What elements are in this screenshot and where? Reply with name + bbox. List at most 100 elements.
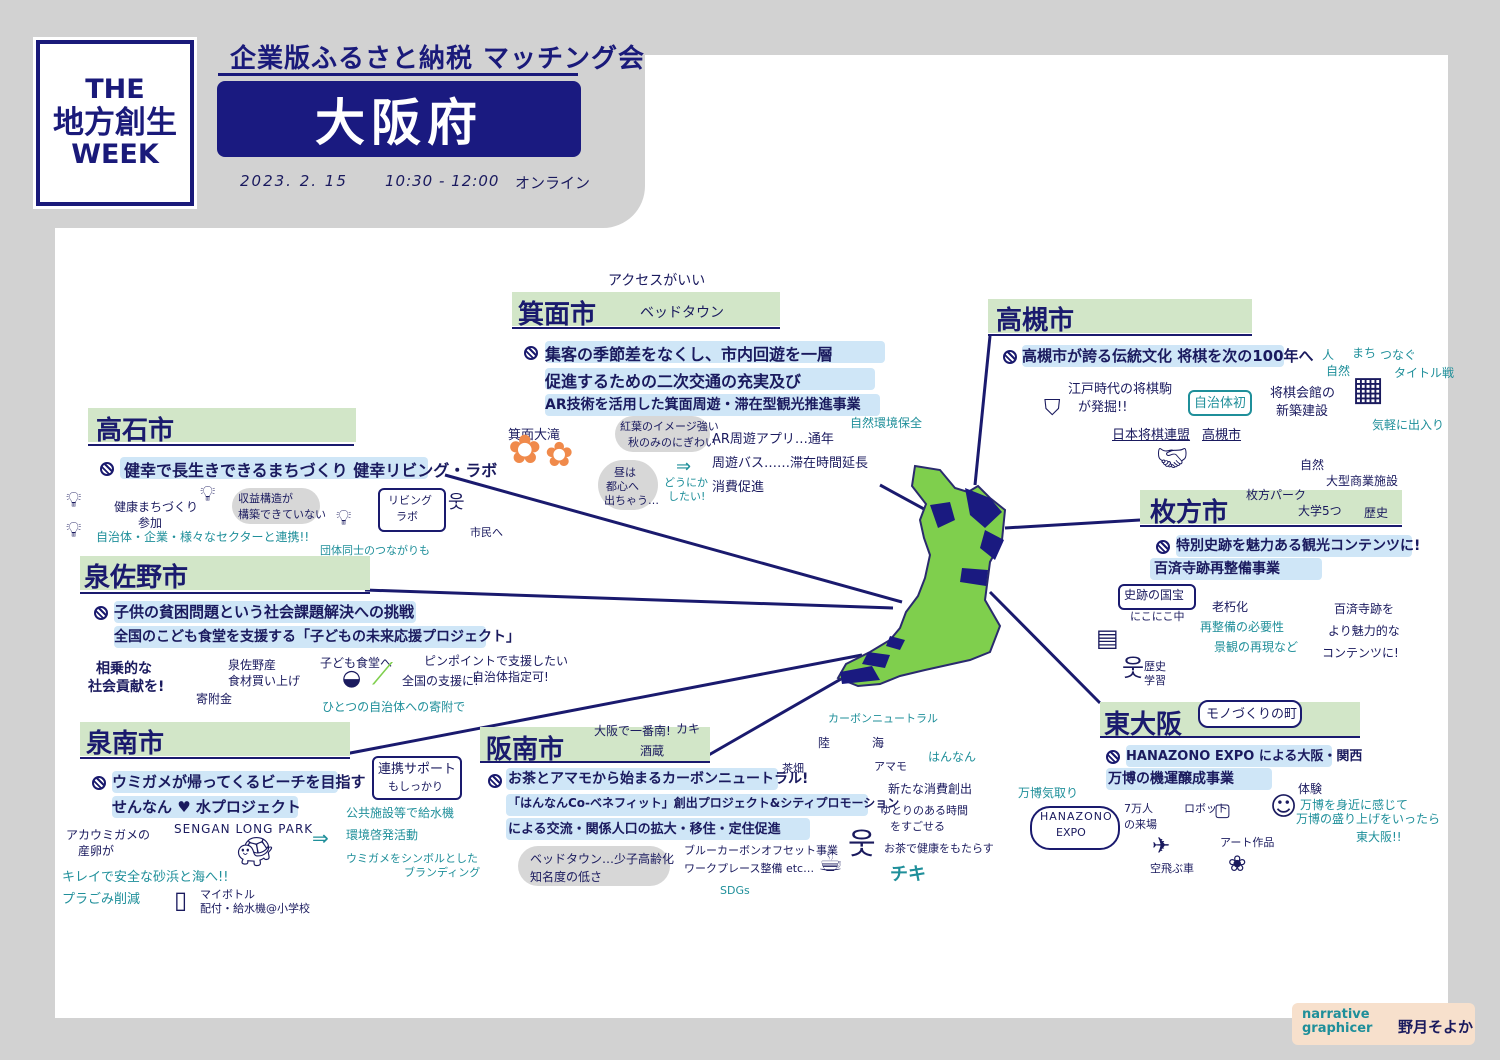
logo-line-chihou-sousei: 地方創生 [53,104,177,141]
lightbulb-icon-3: 💡︎ [200,482,216,507]
takatsuki-note-federation: 日本将棋連盟 [1112,428,1191,443]
connector-takaishi [444,473,903,604]
higashiosaka-note-robot: ロボット [1184,802,1228,815]
hirakata-note-rekishi: 歴史 [1144,660,1166,673]
minoh-note-daytime-2: 都心へ [606,480,639,493]
minoh-line-1: 集客の季節差をなくし、市内回遊を一層 [545,345,834,364]
the-chihou-sousei-week-logo: THE 地方創生 WEEK [33,37,197,209]
takatsuki-band [988,299,1252,333]
event-time: 10:30 - 12:00 [385,172,500,190]
izumisano-line-2: 全国のこども食堂を支援する「子どもの未来応援プロジェクト」 [114,629,520,645]
map-region-hirakata [980,530,1004,560]
izumisano-note-donation: 寄附金 [196,692,233,706]
hannan-note-relax-2: をすごせる [890,820,945,833]
higashiosaka-tag-monozukuri: モノづくりの町 [1206,707,1298,722]
izumisano-note-one: ひとつの自治体への寄附で [322,700,466,714]
sennan-city-name: 泉南市 [86,729,165,759]
takatsuki-note-first: 自治体初 [1194,396,1247,411]
minoh-note-daytime-1: 昼は [614,466,636,479]
lightbulb-icon-4: 💡︎ [336,506,352,531]
prefecture-banner: 大阪府 [217,81,581,157]
map-region-takaishi [886,636,905,650]
sennan-note-branding: ブランディング [404,866,481,879]
higashiosaka-line-1: HANAZONO EXPO による大阪・関西 [1126,749,1363,764]
prefecture-name: 大阪府 [315,94,483,152]
hannan-bullet [488,774,502,788]
hirakata-highlight-2 [1150,558,1322,580]
maple-leaf-icon: ✿ [508,427,542,473]
izumisano-note-nation: 全国の支援に! [402,674,479,688]
izumisano-note-designate: 自治体指定可! [472,670,549,684]
minoh-bubble-autumn [615,416,710,452]
hannan-note-sdgs: SDGs [720,884,750,897]
map-region-izumisano [862,652,890,668]
event-date: 2023. 2. 15 [240,172,348,190]
water-bottle-icon: ▯ [174,886,188,914]
higashiosaka-city-name: 東大阪 [1104,710,1183,740]
takatsuki-bullet [1003,350,1017,364]
hannan-note-sea: 海 [872,736,885,750]
lightbulb-icon: 💡︎ [66,488,82,513]
sennan-note-clean: キレイで安全な砂浜と海へ!! [62,870,229,885]
takatsuki-note-edo: 江戸時代の将棋駒 [1068,382,1173,397]
hirakata-note-landscape: 景観の再現など [1214,640,1299,654]
takatsuki-note-hall-1: 将棋会館の [1270,386,1336,401]
takaishi-city-name: 高石市 [96,416,175,446]
learner-icon: 웃 [1122,654,1145,682]
takatsuki-note-people: 人 [1322,348,1335,362]
sennan-note-support-2: もしっかり [388,780,443,793]
hannan-note-carbon: カーボンニュートラル [828,712,938,725]
takaishi-note-join: 参加 [138,516,163,530]
handshake-icon: 🤝︎ [1156,444,1190,474]
takaishi-bubble-revenue [232,488,320,524]
hannan-line-2: 「はんなんCo-ベネフィット」創出プロジェクト&シティプロモーション [508,796,900,810]
map-highlight-cities [840,488,1004,684]
sea-turtle-icon: 🐢︎ [236,835,275,870]
higashiosaka-note-excite: 万博の盛り上げをいったら [1296,812,1441,826]
map-region-takatsuki [965,488,1002,528]
minoh-highlight-3 [545,394,880,416]
izumisano-note-synergy-2: 社会貢献を! [88,679,165,695]
sennan-note-park: SENGAN LONG PARK [174,822,314,836]
izumisano-highlight-1 [114,601,416,623]
osaka-prefecture-map [836,464,1007,688]
hirakata-note-more: より魅力的な [1328,624,1400,638]
minoh-tag-access: アクセスがいい [608,273,706,289]
hirakata-note-mall: 大型商業施設 [1326,474,1399,488]
minoh-bubble-daytime [598,460,658,510]
shogi-piece-icon: ⛉ [1044,396,1061,421]
connector-higashiosaka [988,590,1102,705]
izumisano-rule [80,592,370,594]
hannan-bubble-bedtown [518,846,670,886]
sennan-note-turtle-2: 産卵が [78,844,115,858]
hannan-note-brewery: 酒蔵 [640,744,665,758]
connector-hirakata [1004,518,1141,530]
hannan-note-south: 大阪で一番南! [594,724,671,738]
hirakata-note-smile: にこにこ中 [1130,610,1185,623]
person-standing-icon: 웃 [848,827,876,862]
takaishi-highlight [120,457,428,479]
hannan-band [480,727,710,761]
hirakata-city-name: 枚方市 [1150,498,1229,528]
higashiosaka-bullet [1106,750,1120,764]
sennan-note-awareness: 環境啓発活動 [346,828,419,842]
higashiosaka-expo-cloud [1030,806,1120,850]
takatsuki-note-town: まち [1352,346,1377,360]
japan-map-icon: ⟋ [372,657,393,692]
hannan-note-health: お茶で健康をもたらす [884,842,994,855]
takaishi-rule [88,444,354,446]
map-region-minoh [930,502,955,528]
sennan-highlight-2 [112,796,298,818]
minoh-note-consume: 消費促進 [712,480,765,495]
maple-leaf-icon-2: ✿ [545,435,574,475]
takatsuki-note-connect: つなぐ [1380,348,1417,362]
takaishi-note-collab: 自治体・企業・様々なセクターと連携!! [96,530,310,544]
takaishi-note-revenue-1: 収益構造が [238,492,293,505]
izumisano-line-1: 子供の貧困問題という社会課題解決への挑戦 [114,603,415,621]
smiling-person-icon: ☺︎ [1270,792,1298,822]
logo-line-the: THE [85,74,145,106]
izumisano-city-name: 泉佐野市 [84,563,189,593]
takaishi-note-revenue-2: 構築できていない [238,508,326,521]
higashiosaka-note-hanazono: HANAZONO [1040,810,1113,823]
